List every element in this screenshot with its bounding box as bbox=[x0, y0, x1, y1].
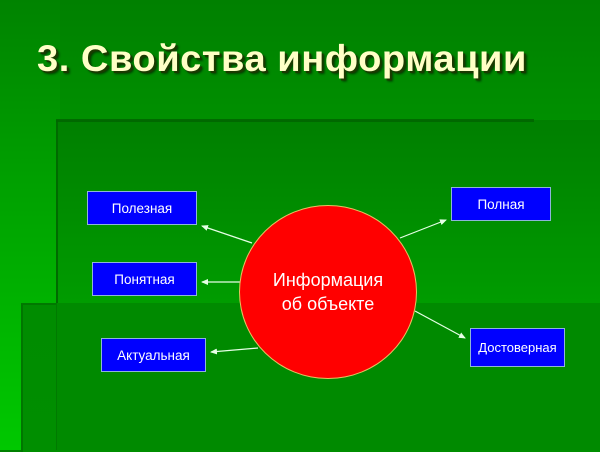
arrow-to-dostovernaya bbox=[414, 310, 466, 339]
center-node-line1: Информация bbox=[272, 270, 384, 290]
arrow-to-poleznaya bbox=[201, 225, 253, 244]
center-node-information: Информация об объекте bbox=[239, 205, 417, 379]
arrow-to-aktualnaya bbox=[210, 347, 259, 355]
property-box-understandable: Понятная bbox=[92, 262, 197, 296]
arrow-to-polnaya bbox=[399, 219, 447, 239]
property-box-complete: Полная bbox=[451, 187, 551, 221]
background-panel-divider bbox=[56, 119, 534, 122]
property-box-useful: Полезная bbox=[87, 191, 197, 225]
property-box-reliable: Достоверная bbox=[470, 328, 565, 367]
center-node-line2: об объекте bbox=[281, 294, 375, 314]
slide-title: 3. Свойства информации bbox=[37, 38, 527, 79]
property-box-relevant: Актуальная bbox=[101, 338, 206, 372]
